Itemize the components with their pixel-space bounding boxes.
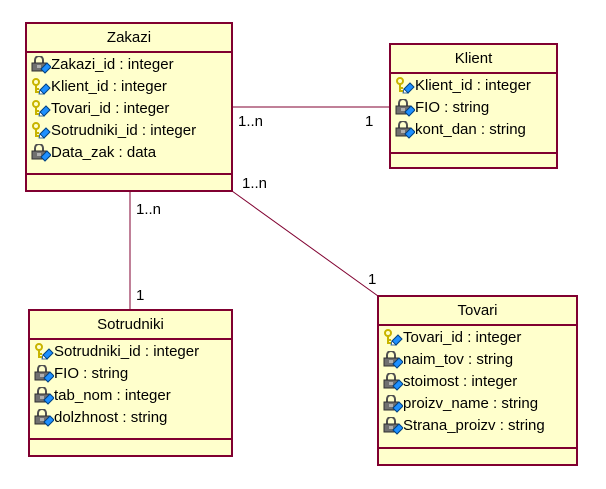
attribute-row[interactable]: Tovari_id : integer	[31, 98, 231, 120]
key-icon	[34, 343, 54, 361]
attribute-row[interactable]: FIO : string	[34, 363, 231, 385]
attribute-text: proizv_name : string	[403, 395, 539, 412]
key-icon	[31, 78, 51, 96]
attribute-row[interactable]: Tovari_id : integer	[383, 327, 576, 349]
mult-zakazi-sotrudniki-to: 1	[136, 287, 145, 304]
key-icon	[31, 100, 51, 118]
lock-icon	[31, 56, 51, 74]
lock-icon	[383, 373, 403, 391]
lock-icon	[383, 351, 403, 369]
attribute-text: Tovari_id : integer	[51, 100, 170, 117]
class-name: Zakazi	[27, 24, 231, 53]
lock-icon	[34, 387, 54, 405]
attribute-row[interactable]: Klient_id : integer	[395, 75, 556, 97]
class-tovari[interactable]: Tovari Tovari_id : integer naim_tov : st…	[377, 295, 578, 466]
attribute-text: FIO : string	[415, 99, 490, 116]
attribute-row[interactable]: stoimost : integer	[383, 371, 576, 393]
class-name: Tovari	[379, 297, 576, 326]
attribute-text: Strana_proizv : string	[403, 417, 545, 434]
attribute-row[interactable]: naim_tov : string	[383, 349, 576, 371]
attributes-compartment: Klient_id : integer FIO : string kont_da…	[391, 74, 556, 154]
lock-icon	[383, 395, 403, 413]
attribute-text: Sotrudniki_id : integer	[54, 343, 200, 360]
lock-icon	[395, 121, 415, 139]
attribute-row[interactable]: FIO : string	[395, 97, 556, 119]
lock-icon	[395, 99, 415, 117]
attribute-text: Zakazi_id : integer	[51, 56, 174, 73]
mult-zakazi-tovari-to: 1	[368, 271, 377, 288]
key-icon	[395, 77, 415, 95]
attribute-text: tab_nom : integer	[54, 387, 171, 404]
attribute-row[interactable]: Zakazi_id : integer	[31, 54, 231, 76]
lock-icon	[34, 409, 54, 427]
attribute-row[interactable]: proizv_name : string	[383, 393, 576, 415]
class-klient[interactable]: Klient Klient_id : integer FIO : string …	[389, 43, 558, 169]
attributes-compartment: Sotrudniki_id : integer FIO : string tab…	[30, 340, 231, 440]
class-name: Klient	[391, 45, 556, 74]
mult-zakazi-klient-to: 1	[365, 113, 374, 130]
attribute-text: Sotrudniki_id : integer	[51, 122, 197, 139]
attribute-row[interactable]: kont_dan : string	[395, 119, 556, 141]
attribute-text: kont_dan : string	[415, 121, 526, 138]
class-name: Sotrudniki	[30, 311, 231, 340]
attribute-row[interactable]: dolzhnost : string	[34, 407, 231, 429]
attribute-row[interactable]: tab_nom : integer	[34, 385, 231, 407]
class-zakazi[interactable]: Zakazi Zakazi_id : integer Klient_id : i…	[25, 22, 233, 192]
mult-zakazi-sotrudniki-from: 1..n	[136, 201, 162, 218]
attribute-row[interactable]: Sotrudniki_id : integer	[31, 120, 231, 142]
lock-icon	[31, 144, 51, 162]
attribute-text: dolzhnost : string	[54, 409, 168, 426]
lock-icon	[34, 365, 54, 383]
attribute-row[interactable]: Data_zak : data	[31, 142, 231, 164]
attribute-text: Klient_id : integer	[415, 77, 531, 94]
attributes-compartment: Zakazi_id : integer Klient_id : integer …	[27, 53, 231, 175]
attributes-compartment: Tovari_id : integer naim_tov : string st…	[379, 326, 576, 449]
attribute-text: naim_tov : string	[403, 351, 514, 368]
attribute-row[interactable]: Strana_proizv : string	[383, 415, 576, 437]
attribute-row[interactable]: Sotrudniki_id : integer	[34, 341, 231, 363]
key-icon	[383, 329, 403, 347]
class-sotrudniki[interactable]: Sotrudniki Sotrudniki_id : integer FIO :…	[28, 309, 233, 457]
lock-icon	[383, 417, 403, 435]
mult-zakazi-tovari-from: 1..n	[242, 175, 268, 192]
mult-zakazi-klient-from: 1..n	[238, 113, 264, 130]
association-zakazi-tovari	[231, 190, 379, 297]
key-icon	[31, 122, 51, 140]
attribute-text: Data_zak : data	[51, 144, 157, 161]
attribute-text: FIO : string	[54, 365, 129, 382]
attribute-text: stoimost : integer	[403, 373, 518, 390]
attribute-text: Tovari_id : integer	[403, 329, 522, 346]
attribute-text: Klient_id : integer	[51, 78, 167, 95]
attribute-row[interactable]: Klient_id : integer	[31, 76, 231, 98]
